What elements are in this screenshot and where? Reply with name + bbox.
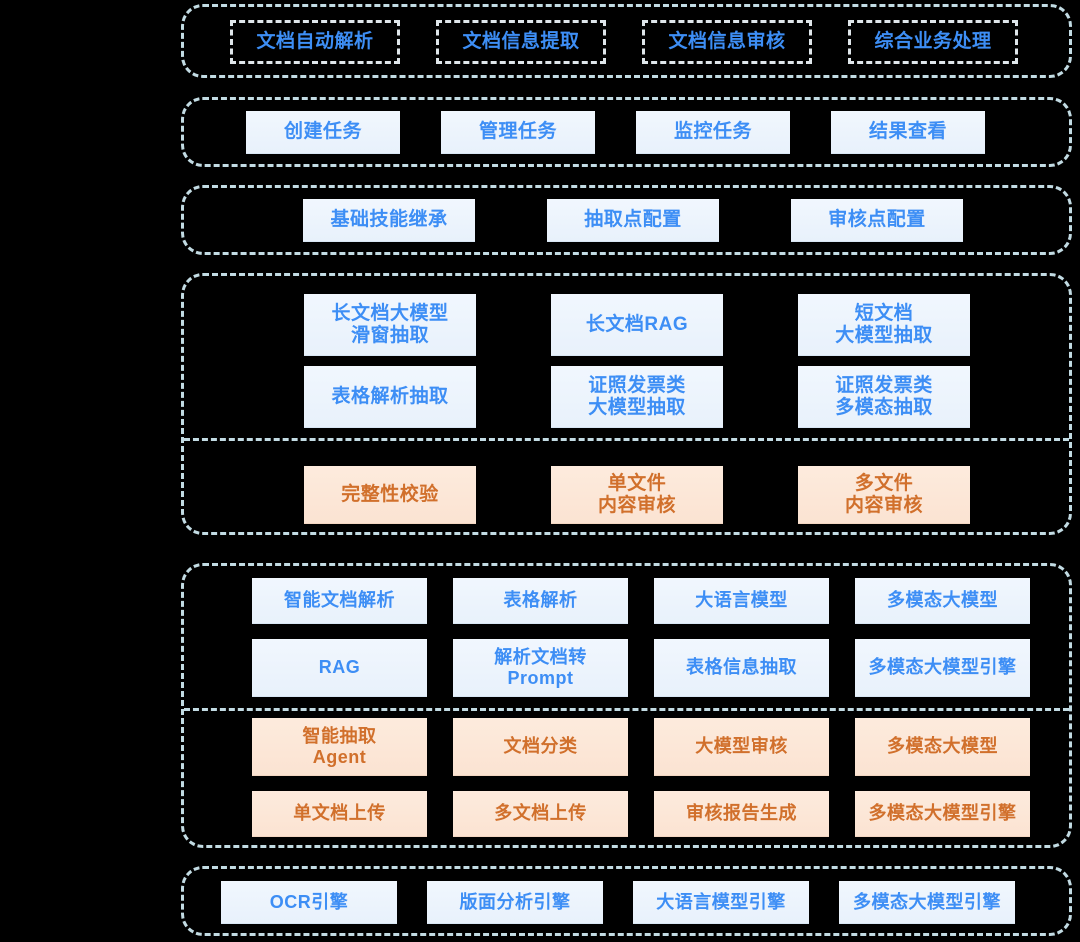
row-config: 基础技能继承 抽取点配置 审核点配置	[184, 199, 1069, 242]
card-scene-3[interactable]: 综合业务处理	[848, 20, 1018, 64]
card-atomic-6[interactable]: 表格信息抽取	[654, 639, 829, 697]
card-extraction-4[interactable]: 证照发票类 大模型抽取	[551, 366, 723, 428]
section-config-layer: 基础技能继承 抽取点配置 审核点配置	[181, 185, 1072, 255]
card-engine-0[interactable]: OCR引擎	[221, 881, 397, 924]
card-task-3[interactable]: 结果查看	[831, 111, 985, 154]
card-atomic-3[interactable]: 多模态大模型	[855, 578, 1030, 624]
card-atomic-7[interactable]: 多模态大模型引擎	[855, 639, 1030, 697]
row-task: 创建任务 管理任务 监控任务 结果查看	[184, 111, 1069, 154]
row-engine: OCR引擎 版面分析引擎 大语言模型引擎 多模态大模型引擎	[184, 881, 1069, 924]
card-atomic-2[interactable]: 大语言模型	[654, 578, 829, 624]
card-audit-2[interactable]: 多文件 内容审核	[798, 466, 970, 524]
card-atomic-13[interactable]: 多文档上传	[453, 791, 628, 837]
row-audit: 完整性校验 单文件 内容审核 多文件 内容审核	[184, 466, 1069, 524]
card-atomic-11[interactable]: 多模态大模型	[855, 718, 1030, 776]
card-engine-3[interactable]: 多模态大模型引擎	[839, 881, 1015, 924]
atomic-divider	[184, 708, 1069, 711]
card-atomic-10[interactable]: 大模型审核	[654, 718, 829, 776]
row-extraction-2: 表格解析抽取 证照发票类 大模型抽取 证照发票类 多模态抽取	[184, 366, 1069, 428]
row-extraction-1: 长文档大模型 滑窗抽取 长文档RAG 短文档 大模型抽取	[184, 294, 1069, 356]
card-scene-0[interactable]: 文档自动解析	[230, 20, 400, 64]
card-atomic-5[interactable]: 解析文档转 Prompt	[453, 639, 628, 697]
section-capability-layer: 长文档大模型 滑窗抽取 长文档RAG 短文档 大模型抽取 表格解析抽取 证照发票…	[181, 273, 1072, 535]
card-config-1[interactable]: 抽取点配置	[547, 199, 719, 242]
card-task-0[interactable]: 创建任务	[246, 111, 400, 154]
row-atomic-1: 智能文档解析 表格解析 大语言模型 多模态大模型	[184, 578, 1069, 624]
card-atomic-9[interactable]: 文档分类	[453, 718, 628, 776]
card-atomic-0[interactable]: 智能文档解析	[252, 578, 427, 624]
card-atomic-12[interactable]: 单文档上传	[252, 791, 427, 837]
card-extraction-2[interactable]: 短文档 大模型抽取	[798, 294, 970, 356]
card-atomic-8[interactable]: 智能抽取 Agent	[252, 718, 427, 776]
row-scene: 文档自动解析 文档信息提取 文档信息审核 综合业务处理	[184, 20, 1069, 64]
capability-divider	[184, 438, 1069, 441]
card-audit-1[interactable]: 单文件 内容审核	[551, 466, 723, 524]
card-atomic-1[interactable]: 表格解析	[453, 578, 628, 624]
card-extraction-1[interactable]: 长文档RAG	[551, 294, 723, 356]
card-scene-1[interactable]: 文档信息提取	[436, 20, 606, 64]
card-config-2[interactable]: 审核点配置	[791, 199, 963, 242]
section-atomic-layer: 智能文档解析 表格解析 大语言模型 多模态大模型 RAG 解析文档转 Promp…	[181, 563, 1072, 848]
row-atomic-3: 智能抽取 Agent 文档分类 大模型审核 多模态大模型	[184, 718, 1069, 776]
card-atomic-14[interactable]: 审核报告生成	[654, 791, 829, 837]
card-engine-2[interactable]: 大语言模型引擎	[633, 881, 809, 924]
card-atomic-15[interactable]: 多模态大模型引擎	[855, 791, 1030, 837]
section-engine-layer: OCR引擎 版面分析引擎 大语言模型引擎 多模态大模型引擎	[181, 866, 1072, 936]
card-config-0[interactable]: 基础技能继承	[303, 199, 475, 242]
card-extraction-5[interactable]: 证照发票类 多模态抽取	[798, 366, 970, 428]
card-audit-0[interactable]: 完整性校验	[304, 466, 476, 524]
card-task-1[interactable]: 管理任务	[441, 111, 595, 154]
card-extraction-0[interactable]: 长文档大模型 滑窗抽取	[304, 294, 476, 356]
section-task-layer: 创建任务 管理任务 监控任务 结果查看	[181, 97, 1072, 167]
section-scene-layer: 文档自动解析 文档信息提取 文档信息审核 综合业务处理	[181, 4, 1072, 78]
card-task-2[interactable]: 监控任务	[636, 111, 790, 154]
row-atomic-4: 单文档上传 多文档上传 审核报告生成 多模态大模型引擎	[184, 791, 1069, 837]
row-atomic-2: RAG 解析文档转 Prompt 表格信息抽取 多模态大模型引擎	[184, 639, 1069, 697]
card-scene-2[interactable]: 文档信息审核	[642, 20, 812, 64]
card-extraction-3[interactable]: 表格解析抽取	[304, 366, 476, 428]
card-atomic-4[interactable]: RAG	[252, 639, 427, 697]
card-engine-1[interactable]: 版面分析引擎	[427, 881, 603, 924]
